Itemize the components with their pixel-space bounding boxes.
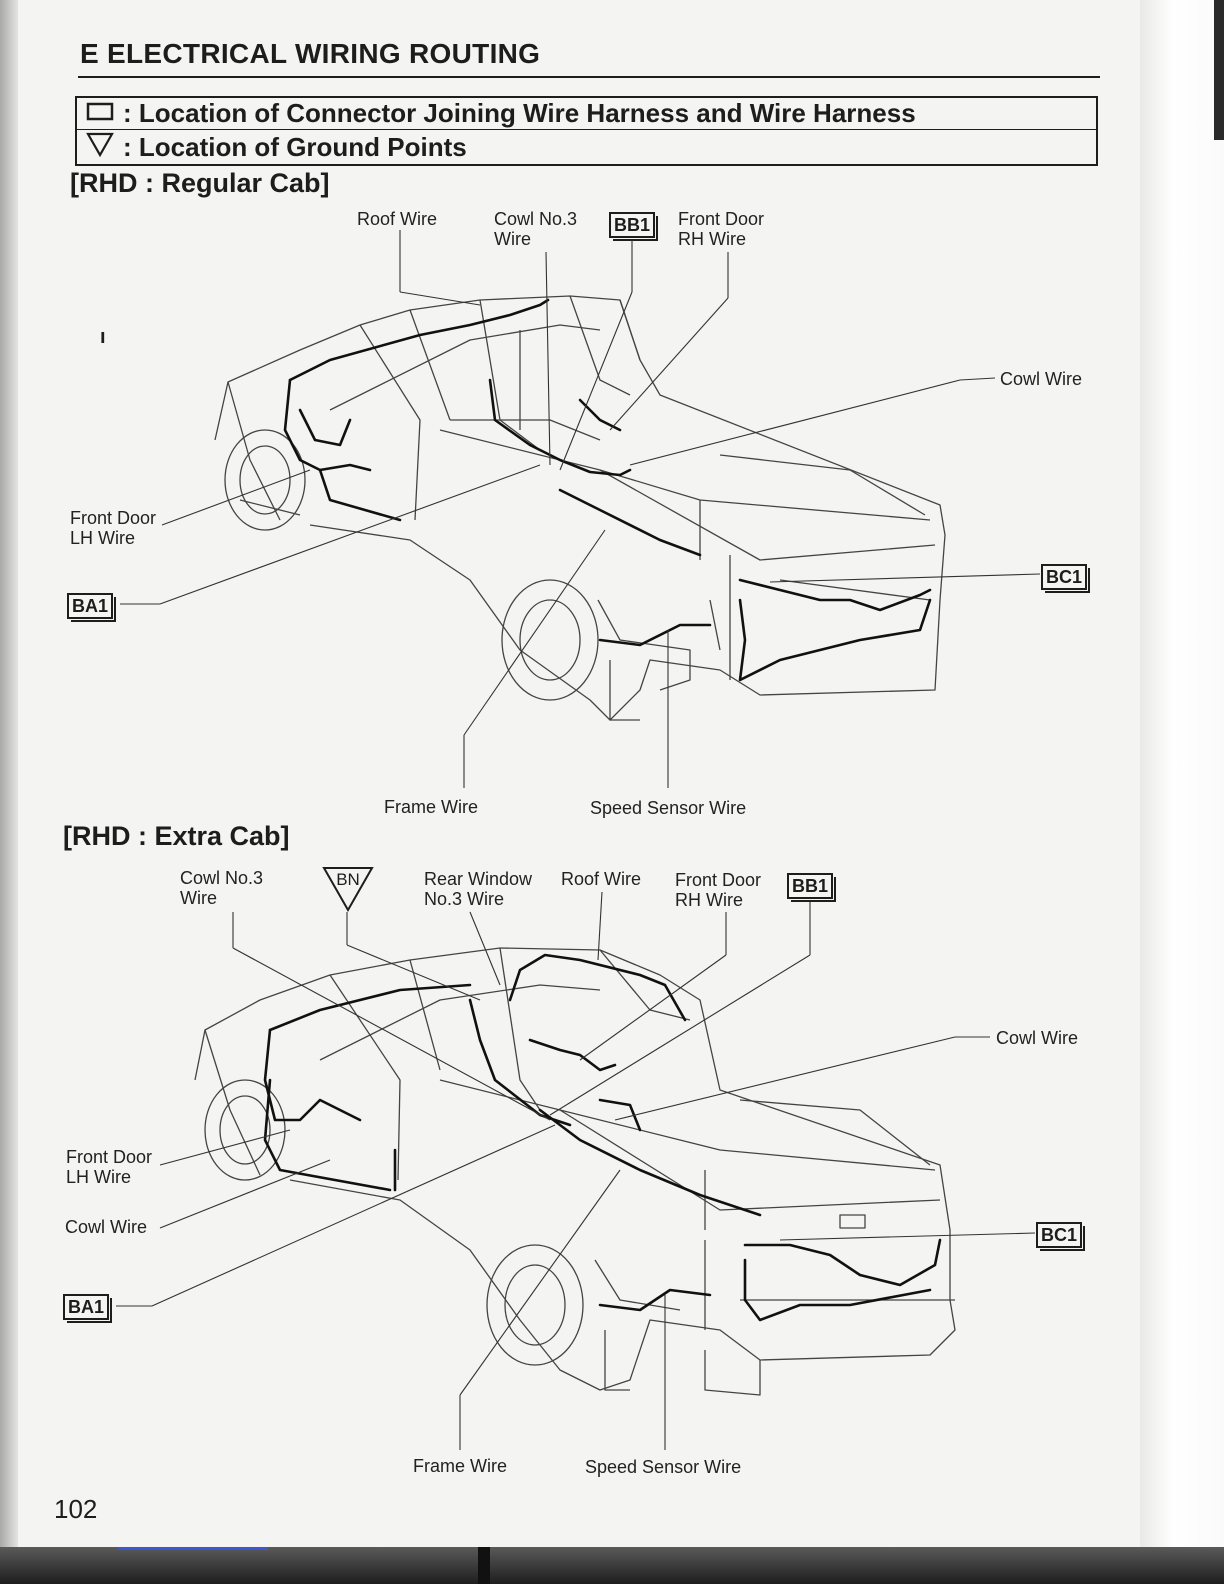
ground-triangle-icon	[322, 867, 374, 913]
ec-rear-window-no3-wire-label: Rear Window No.3 Wire	[424, 869, 533, 909]
scanner-bottom-strip	[0, 1547, 1224, 1584]
ec-front-door-rh-wire-label: Front Door RH Wire	[675, 870, 762, 910]
page-number: 102	[54, 1494, 98, 1524]
rc-frame-wire-label: Frame Wire	[384, 797, 478, 817]
rc-bb1-connector: BB1	[609, 212, 659, 241]
page-edge	[1140, 0, 1224, 1584]
ec-bn-label: BN	[336, 870, 360, 889]
regular-cab-title: [RHD : Regular Cab]	[70, 168, 330, 198]
rc-speed-sensor-wire-label: Speed Sensor Wire	[590, 798, 747, 818]
rc-front-door-lh-wire-label: Front Door LH Wire	[70, 508, 157, 548]
ec-cowl-wire-right-label: Cowl Wire	[996, 1028, 1079, 1048]
rc-ba1-connector: BA1	[67, 593, 117, 622]
legend-connector-row: : Location of Connector Joining Wire Har…	[85, 98, 916, 129]
ground-triangle-icon	[85, 131, 115, 164]
ec-cowl-no3-wire-label: Cowl No.3 Wire	[180, 868, 264, 908]
page-gutter-shadow	[0, 0, 18, 1584]
legend-divider	[77, 129, 1096, 130]
ec-speed-sensor-wire-label: Speed Sensor Wire	[585, 1457, 742, 1477]
ec-bn-ground-point: BN	[322, 866, 374, 913]
scan-artifact-tab	[478, 1547, 490, 1584]
rc-front-door-rh-wire-label: Front Door RH Wire	[678, 209, 765, 249]
stray-mark: ı	[100, 326, 106, 348]
page-title: E ELECTRICAL WIRING ROUTING	[80, 38, 541, 69]
legend-ground-row: : Location of Ground Points	[85, 131, 467, 164]
ec-cowl-wire-left-label: Cowl Wire	[65, 1217, 148, 1237]
legend-ground-text: : Location of Ground Points	[123, 132, 467, 162]
rc-cowl-wire-label: Cowl Wire	[1000, 369, 1083, 389]
connector-square-icon	[85, 98, 115, 129]
ec-roof-wire-label: Roof Wire	[561, 869, 642, 889]
legend-box: : Location of Connector Joining Wire Har…	[75, 96, 1098, 166]
scan-artifact-blue	[118, 1547, 268, 1550]
legend-connector-text: : Location of Connector Joining Wire Har…	[123, 98, 916, 128]
rc-cowl-no3-wire-label: Cowl No.3 Wire	[494, 209, 578, 249]
extra-cab-title: [RHD : Extra Cab]	[63, 821, 290, 851]
rc-roof-wire-label: Roof Wire	[357, 209, 438, 229]
ec-front-door-lh-wire-label: Front Door LH Wire	[66, 1147, 153, 1187]
title-rule	[78, 76, 1100, 78]
ec-frame-wire-label: Frame Wire	[413, 1456, 507, 1476]
